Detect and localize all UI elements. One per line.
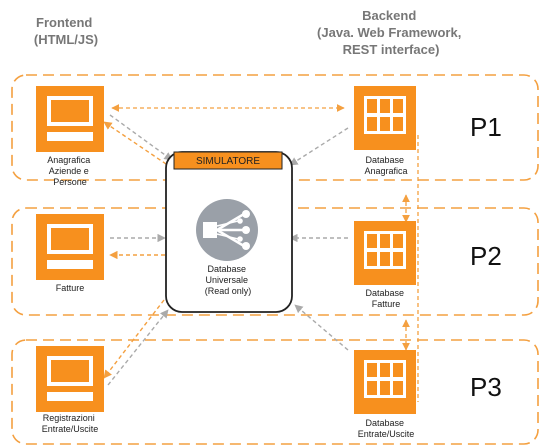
- backend-label-p2: Database Fatture: [365, 288, 406, 309]
- backend-header: Backend (Java. Web Framework, REST inter…: [317, 8, 465, 57]
- frontend-label-p2: Fatture: [56, 283, 85, 293]
- computer-monitor-icon: [36, 214, 104, 280]
- backend-node-p2: Database Fatture: [354, 221, 416, 309]
- row-label-p1: P1: [470, 112, 502, 142]
- backend-node-p3: Database Entrate/Uscite: [354, 350, 416, 439]
- frontend-header: Frontend (HTML/JS): [34, 15, 98, 47]
- frontend-node-p1: Anagrafica Aziende e Persone: [36, 86, 104, 187]
- row-label-p3: P3: [470, 372, 502, 402]
- computer-monitor-icon: [36, 346, 104, 412]
- frontend-label-p3: Registrazioni Entrate/Uscite: [42, 413, 99, 434]
- frontend-node-p2: Fatture: [36, 214, 104, 293]
- computer-monitor-icon: [36, 86, 104, 152]
- table-grid-icon: [354, 221, 416, 285]
- table-grid-icon: [354, 86, 416, 150]
- frontend-node-p3: Registrazioni Entrate/Uscite: [36, 346, 104, 434]
- universal-db-label: Database Universale (Read only): [205, 264, 252, 296]
- frontend-label-p1: Anagrafica Aziende e Persone: [47, 155, 93, 187]
- arrow-be3-to-sim: [294, 304, 349, 351]
- table-grid-icon: [354, 350, 416, 414]
- simulator-title: SIMULATORE: [196, 156, 260, 167]
- backend-label-p3: Database Entrate/Uscite: [358, 418, 415, 439]
- database-hub-icon: [196, 199, 258, 261]
- row-frame-p3: [11, 339, 539, 445]
- arrow-sim-to-fe1: [103, 121, 173, 169]
- simulator-title-bar: [173, 151, 283, 170]
- backend-node-p1: Database Anagrafica: [354, 86, 416, 176]
- backend-label-p1: Database Anagrafica: [364, 155, 407, 176]
- arrow-fe1-to-sim: [109, 114, 173, 161]
- row-label-p2: P2: [470, 241, 502, 271]
- arrow-sim-to-fe3: [103, 299, 165, 379]
- arrow-fe3-to-sim: [107, 309, 169, 386]
- simulator-box: SIMULATORE Database Universale (Read onl…: [165, 151, 293, 313]
- arrow-be1-to-sim: [289, 127, 349, 166]
